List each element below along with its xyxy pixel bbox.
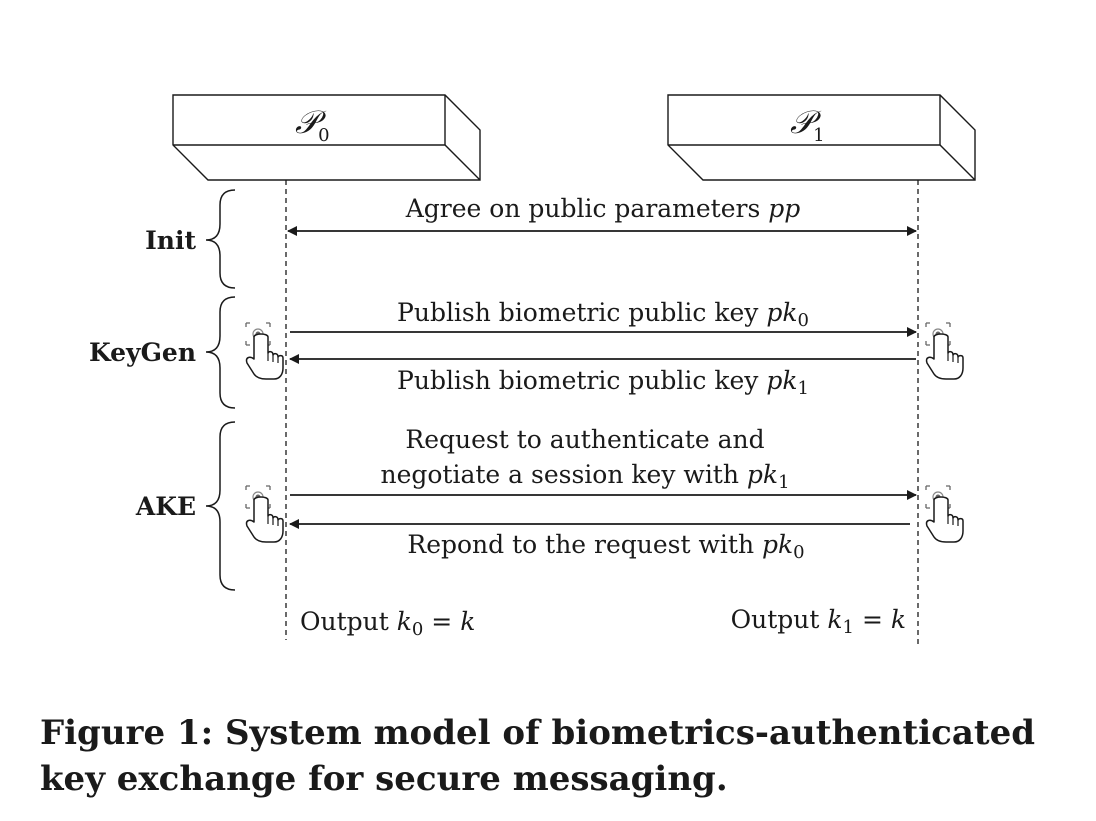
protocol-diagram: 𝒫0 𝒫1 Init KeyGen AKE Agree on public pa… <box>89 94 976 645</box>
party-p0-box: 𝒫0 <box>172 94 481 181</box>
message-request-line2: negotiate a session key with pk1 <box>380 460 789 493</box>
message-publish-pk1-label: Publish biometric public key pk1 <box>397 366 809 399</box>
message-agree-label: Agree on public parameters pp <box>405 194 801 223</box>
fingerprint-touch-icon-p1-ake <box>925 485 964 543</box>
brace-init <box>205 189 236 289</box>
output-p0-label: Output k0 = k <box>300 607 475 640</box>
phase-ake-label: AKE <box>135 492 196 521</box>
phase-init-label: Init <box>145 226 196 255</box>
message-publish-pk0-label: Publish biometric public key pk0 <box>397 298 809 331</box>
brace-ake <box>205 421 236 591</box>
output-p1-label: Output k1 = k <box>731 605 906 638</box>
fingerprint-touch-icon-p0-keygen <box>245 322 284 380</box>
phase-keygen-label: KeyGen <box>89 338 196 367</box>
fingerprint-touch-icon-p0-ake <box>245 485 284 543</box>
message-respond-label: Repond to the request with pk0 <box>407 530 804 563</box>
figure-caption: Figure 1: System model of biometrics-aut… <box>40 713 1035 799</box>
fingerprint-touch-icon-p1-keygen <box>925 322 964 380</box>
brace-keygen <box>205 296 236 409</box>
party-p1-box: 𝒫1 <box>667 94 976 181</box>
message-request-line1: Request to authenticate and <box>405 425 764 454</box>
